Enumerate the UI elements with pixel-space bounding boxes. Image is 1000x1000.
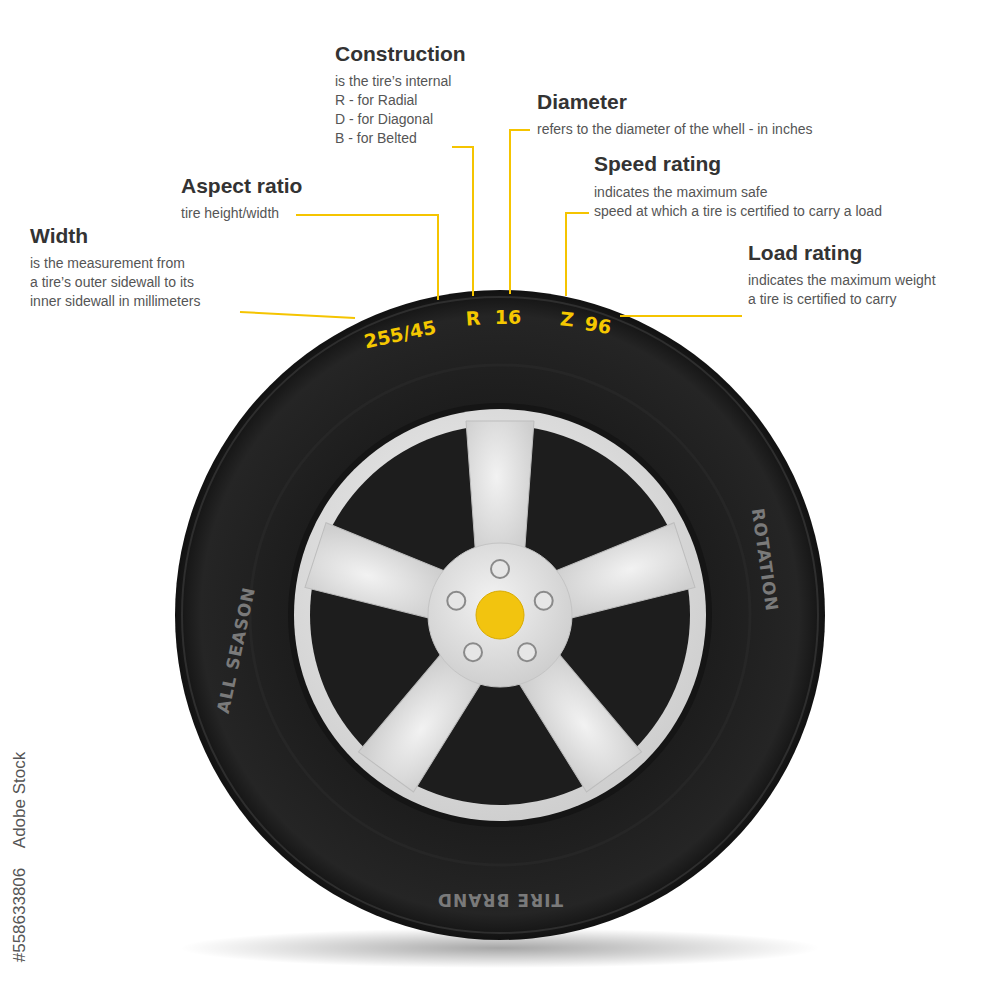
center-cap <box>476 591 524 639</box>
leader-line <box>510 130 530 294</box>
tire-marking: R <box>465 307 481 330</box>
tire <box>175 290 825 940</box>
watermark: #558633806 <box>10 868 30 963</box>
callout-text: inner sidewall in millimeters <box>30 293 200 310</box>
callout-text: B - for Belted <box>335 130 417 147</box>
callout-text: indicates the maximum weight <box>748 272 936 289</box>
lug-nut <box>518 643 536 661</box>
leader-line <box>620 315 742 317</box>
callout-text: D - for Diagonal <box>335 111 433 128</box>
callout-text: a tire’s outer sidewall to its <box>30 274 194 291</box>
tire-marking: 255/45 <box>362 316 438 353</box>
lug-nut <box>535 592 553 610</box>
leader-line <box>452 147 473 296</box>
callout-title: Width <box>30 224 88 248</box>
lug-nuts <box>447 560 552 661</box>
callout-title: Speed rating <box>594 152 721 176</box>
spokes <box>305 421 695 792</box>
tire-body <box>175 290 825 940</box>
callout-text: speed at which a tire is certified to ca… <box>594 203 882 220</box>
lug-nut <box>464 643 482 661</box>
sidewall-text: TIRE BRAND <box>437 890 563 910</box>
hub <box>428 543 572 687</box>
callout-text: refers to the diameter of the whell - in… <box>537 121 812 138</box>
leader-line <box>296 215 438 300</box>
callout-title: Load rating <box>748 241 862 265</box>
sidewall-ring <box>250 365 750 865</box>
tread-edge <box>182 297 818 933</box>
tire-marking: 16 <box>495 306 521 328</box>
callout-text: indicates the maximum safe <box>594 184 768 201</box>
tire-marking: Z <box>559 307 575 330</box>
tire-marking: 96 <box>583 312 613 338</box>
callout-text: a tire is certified to carry <box>748 291 897 308</box>
callout-text: is the tire’s internal <box>335 73 451 90</box>
lug-nut <box>491 560 509 578</box>
sidewall-text: ALL SEASON <box>213 585 259 715</box>
callout-title: Aspect ratio <box>181 174 302 198</box>
rim-outer <box>294 409 706 821</box>
callout-title: Construction <box>335 42 466 66</box>
watermark: Adobe Stock <box>10 752 30 848</box>
leader-lines <box>240 130 742 318</box>
leader-line <box>566 213 589 296</box>
lug-nut <box>447 592 465 610</box>
rim-gap <box>288 403 712 827</box>
leader-line <box>240 312 355 318</box>
callout-text: R - for Radial <box>335 92 417 109</box>
callout-text: is the measurement from <box>30 255 185 272</box>
callout-text: tire height/width <box>181 205 279 222</box>
sidewall-text: ROTATION <box>748 507 782 613</box>
spoke <box>466 421 534 560</box>
callout-title: Diameter <box>537 90 627 114</box>
